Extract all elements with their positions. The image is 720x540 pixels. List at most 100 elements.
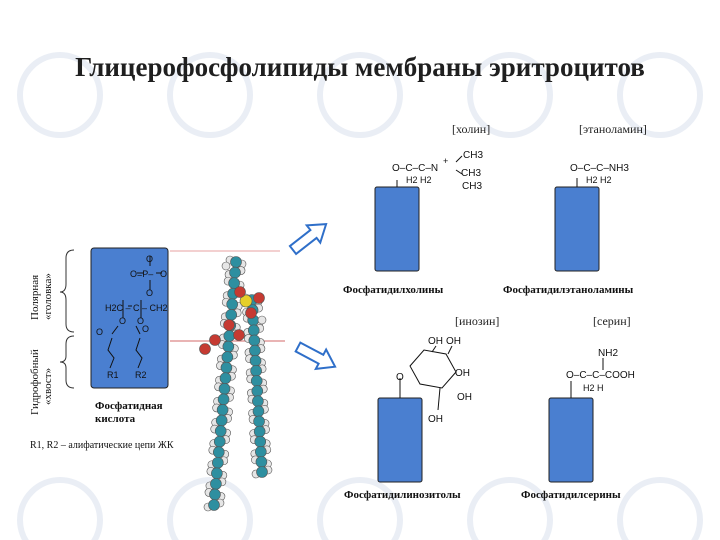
- tail-1-carbon-atom: [225, 309, 238, 321]
- ethanolamine-tag: [этаноламин]: [579, 122, 647, 136]
- tail-1-carbon-atom: [219, 372, 232, 385]
- serine-block: [548, 397, 594, 483]
- polar-head-label-2: «головка»: [42, 273, 54, 320]
- svg-text:CH3: CH3: [462, 181, 482, 192]
- ethanolamine-formula: O–C–C–NH3 H2 H2: [570, 163, 629, 187]
- tail-2-carbon-atom: [255, 445, 267, 458]
- svg-text:H2 H2: H2 H2: [586, 175, 612, 185]
- svg-text:CH3: CH3: [461, 168, 481, 179]
- oxygen-atom: [253, 292, 265, 304]
- tail-2-carbon-atom: [249, 344, 261, 357]
- tail-1-carbon-atom: [220, 361, 233, 374]
- svg-text:O: O: [142, 324, 149, 334]
- choline-block: [374, 186, 420, 272]
- hydrogen-atom: [221, 261, 231, 271]
- oxygen-atom: [199, 343, 211, 355]
- svg-text:O: O: [146, 288, 153, 298]
- tail-1-carbon-atom: [210, 478, 222, 490]
- choline-formula: O–C–C–N + CH3 CH3 CH3 H2 H2: [392, 150, 483, 192]
- tail-2-carbon-atom: [253, 415, 265, 428]
- serine-tag: [серин]: [593, 314, 631, 328]
- inositol-ring-formula: O OH OH OH OH OH: [396, 336, 472, 425]
- inositol-tag: [инозин]: [455, 314, 500, 328]
- tail-2-carbon-atom: [249, 354, 262, 367]
- tail-1-carbon-atom: [212, 456, 224, 469]
- oxygen-atom: [234, 286, 246, 298]
- hydrophobic-tail-label-2: «хвост»: [42, 367, 54, 405]
- svg-text:O=P–: O=P–: [130, 269, 153, 279]
- svg-text:H2 H: H2 H: [583, 383, 604, 393]
- tail-2-carbon-atom: [255, 456, 268, 468]
- tail-1-carbon-atom: [230, 256, 242, 268]
- slide-title: Глицерофосфолипиды мембраны эритроцитов: [75, 52, 645, 82]
- tail-2-carbon-atom: [252, 395, 264, 407]
- svg-text:O: O: [396, 372, 404, 383]
- phosphatidylinositols-label: Фосфатидилинозитолы: [344, 489, 461, 501]
- tail-1-carbon-atom: [229, 266, 241, 279]
- r1-label: R1: [107, 370, 119, 380]
- svg-text:OH: OH: [446, 336, 461, 347]
- tail-1-carbon-atom: [212, 446, 225, 458]
- tail-1-carbon-atom: [218, 382, 231, 395]
- svg-text:O: O: [96, 327, 103, 337]
- tail-1-carbon-atom: [208, 499, 220, 511]
- oxygen-atom: [223, 319, 235, 331]
- bracket-hydrophobic-tail: [59, 335, 75, 389]
- choline-tag: [холин]: [452, 122, 491, 136]
- svg-text:OH: OH: [428, 336, 443, 347]
- svg-text:OH: OH: [455, 368, 470, 379]
- bracket-polar-head: [59, 249, 75, 333]
- tail-1-carbon-atom: [223, 330, 236, 342]
- svg-text:+: +: [443, 156, 448, 166]
- tail-2-carbon-atom: [250, 375, 263, 387]
- arrow-down-right: [294, 341, 337, 371]
- tail-2-carbon-atom: [248, 334, 261, 347]
- svg-text:O: O: [137, 316, 144, 326]
- ethanolamine-block: [554, 186, 600, 272]
- tail-1-carbon-atom: [222, 340, 235, 353]
- tail-1-carbon-atom: [214, 425, 227, 437]
- phosphatidylethanolamines-label: Фосфатидилэтаноламины: [503, 284, 634, 296]
- hydrogen-atom: [257, 315, 267, 325]
- tail-1-carbon-atom: [215, 414, 228, 427]
- space-filling-molecule-model: [199, 255, 273, 512]
- phosphatidic-acid-name-line2: кислота: [95, 413, 136, 425]
- svg-text:O–C–C–N: O–C–C–N: [392, 163, 438, 174]
- tail-1-carbon-atom: [226, 298, 238, 311]
- tail-1-carbon-atom: [209, 488, 221, 501]
- svg-text:NH2: NH2: [598, 348, 618, 359]
- tail-2-carbon-atom: [253, 425, 266, 438]
- r-chains-footnote: R1, R2 – алифатические цепи ЖК: [30, 440, 174, 451]
- tail-1-carbon-atom: [216, 404, 229, 416]
- oxygen-atom: [209, 334, 221, 346]
- tail-2-carbon-atom: [247, 324, 260, 337]
- oxygen-atom: [233, 329, 245, 341]
- svg-text:O–C–C–NH3: O–C–C–NH3: [570, 163, 629, 174]
- tail-1-carbon-atom: [213, 435, 226, 448]
- tail-2-carbon-atom: [250, 365, 262, 377]
- svg-text:H2 H2: H2 H2: [406, 175, 432, 185]
- phosphatidylcholines-label: Фосфатидилхолины: [343, 284, 444, 296]
- tail-1-carbon-atom: [211, 467, 223, 480]
- svg-text:O–C–C–COOH: O–C–C–COOH: [566, 370, 635, 381]
- svg-text:OH: OH: [428, 414, 443, 425]
- svg-text:CH3: CH3: [463, 150, 483, 161]
- tail-2-carbon-atom: [254, 435, 267, 448]
- phosphatidylserines-label: Фосфатидилсерины: [521, 489, 621, 501]
- tail-1-carbon-atom: [221, 351, 234, 363]
- inositol-block: [377, 397, 423, 483]
- arrow-up-right: [288, 223, 328, 256]
- oxygen-atom: [245, 307, 257, 319]
- svg-text:O: O: [160, 269, 167, 279]
- phosphatidic-acid-formula: [107, 256, 162, 369]
- phosphatidic-acid-name-line1: Фосфатидная: [95, 400, 163, 412]
- svg-text:O: O: [119, 316, 126, 326]
- hydrophobic-tail-label: Гидрофобный: [29, 349, 41, 415]
- r2-label: R2: [135, 370, 147, 380]
- tail-2-carbon-atom: [252, 405, 265, 418]
- svg-text:OH: OH: [457, 392, 472, 403]
- tail-2-carbon-atom: [256, 466, 268, 478]
